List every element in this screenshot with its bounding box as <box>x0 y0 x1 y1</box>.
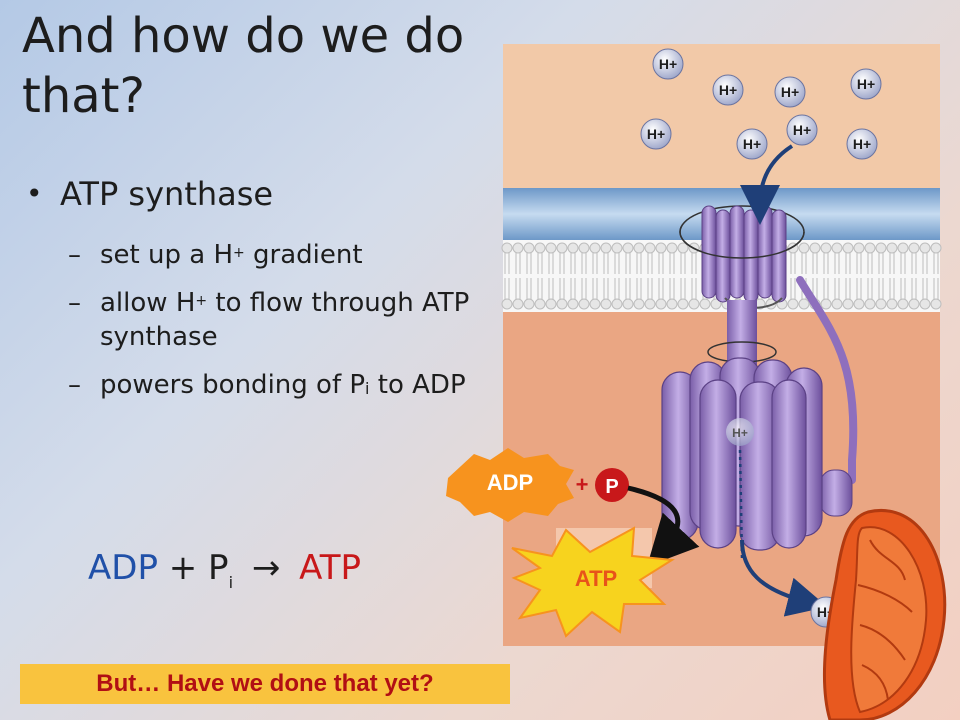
adp-label: ADP <box>487 470 533 495</box>
question-banner: But… Have we done that yet? <box>20 664 510 704</box>
reaction-arrow <box>627 485 700 567</box>
bullet-atp-synthase: • ATP synthase <box>22 170 492 218</box>
proton-icon: H+ <box>652 48 684 80</box>
adp-burst <box>446 448 574 522</box>
proton-icon: H+ <box>640 118 672 150</box>
svg-text:H+: H+ <box>732 426 748 440</box>
proton-inflow-arrow <box>740 144 794 225</box>
atp-burst <box>511 526 676 638</box>
plus-label: + <box>576 472 589 497</box>
intermembrane-space <box>503 44 940 190</box>
bullet-dot: • <box>26 177 43 210</box>
proton-channel <box>726 418 754 446</box>
phosphate-circle <box>595 468 629 502</box>
proton-icon: H+ <box>786 114 818 146</box>
proton-icon: H+ <box>850 68 882 100</box>
stator-foot <box>819 469 853 517</box>
proton-icon: H+ <box>774 76 806 108</box>
svg-text:H+: H+ <box>793 122 811 138</box>
protons: H+ H+ H+ H+ H+ H+ H+ H+ H+ <box>640 48 882 628</box>
bullet-list: • ATP synthase – set up a H+ gradient – … <box>22 170 492 402</box>
mitochondrion-icon <box>822 509 947 720</box>
svg-text:H+: H+ <box>743 136 761 152</box>
svg-text:H+: H+ <box>719 82 737 98</box>
sub-bullet-bonding: – powers bonding of Pi to ADP <box>68 370 466 400</box>
proton-icon: H+ <box>712 74 744 106</box>
bullet-main-text: ATP synthase <box>60 175 274 213</box>
proton-icon: H+ <box>736 128 768 160</box>
sub-bullet-flow: – allow H+ to flow through ATP synthase <box>68 288 470 352</box>
svg-text:H+: H+ <box>781 84 799 100</box>
slide-title: And how do we do that? <box>22 8 465 124</box>
svg-text:H+: H+ <box>853 136 871 152</box>
svg-text:H+: H+ <box>647 126 665 142</box>
proton-icon: H+ <box>846 128 878 160</box>
proton-outflow-arrow <box>740 539 828 617</box>
atp-equation: ADP + Pi → ATP <box>88 548 362 592</box>
p-label: P <box>605 476 618 498</box>
stator-arm <box>796 276 858 484</box>
equation-adp: ADP <box>88 548 158 588</box>
svg-text:H+: H+ <box>857 76 875 92</box>
equation-arrow: → <box>251 548 281 588</box>
atp-label: ATP <box>575 566 617 591</box>
svg-text:H+: H+ <box>659 56 677 72</box>
equation-plus-p: + P <box>168 548 229 588</box>
sub-bullet-gradient: – set up a H+ gradient <box>68 240 363 270</box>
equation-atp: ATP <box>299 548 362 588</box>
synthase-head <box>661 357 823 551</box>
